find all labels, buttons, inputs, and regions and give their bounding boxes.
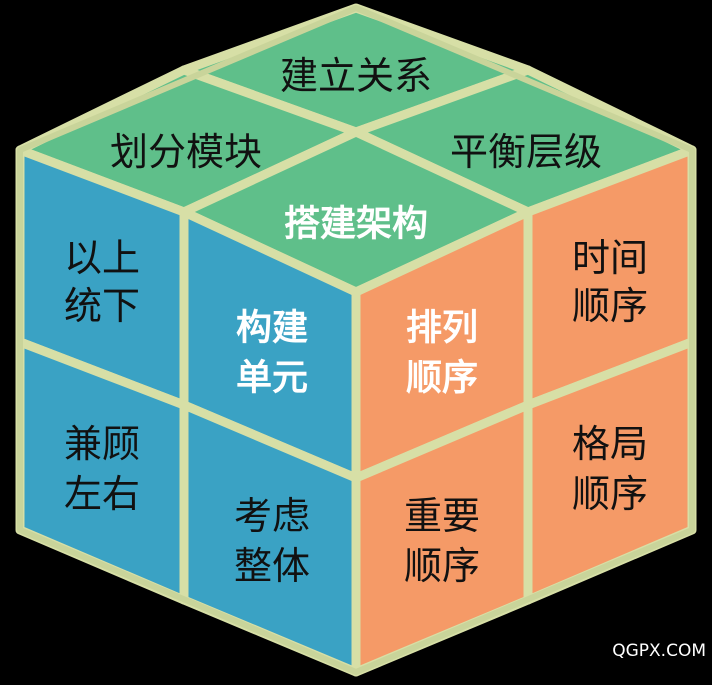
right-top-inner-line1: 排列 xyxy=(406,308,478,349)
watermark-text: QGPX.COM xyxy=(612,641,706,661)
right-bottom-inner-line2: 顺序 xyxy=(404,544,480,588)
left-bottom-inner-line1: 考虑 xyxy=(234,494,310,538)
left-top-outer-line2: 统下 xyxy=(64,284,140,328)
top-label-back: 建立关系 xyxy=(280,54,432,98)
left-top-outer-line1: 以上 xyxy=(64,236,140,280)
right-top-outer-line2: 顺序 xyxy=(572,284,648,328)
right-top-inner-line2: 顺序 xyxy=(406,358,478,399)
right-face xyxy=(351,145,697,677)
left-top-inner-line2: 单元 xyxy=(236,358,308,399)
cube-outline xyxy=(17,5,695,675)
right-bottom-outer-line1: 格局 xyxy=(572,422,648,466)
left-bottom-inner-line2: 整体 xyxy=(234,544,310,588)
left-bottom-outer-line1: 兼顾 xyxy=(64,422,140,466)
right-top-outer-line1: 时间 xyxy=(572,236,648,280)
top-label-right: 平衡层级 xyxy=(450,130,602,174)
top-label-front: 搭建架构 xyxy=(284,204,428,245)
left-bottom-outer-line2: 左右 xyxy=(64,472,140,516)
right-bottom-outer-line2: 顺序 xyxy=(572,472,648,516)
right-bottom-inner-line1: 重要 xyxy=(404,494,480,538)
left-top-inner-line1: 构建 xyxy=(236,308,308,349)
top-label-left: 划分模块 xyxy=(110,130,262,174)
left-face xyxy=(15,145,361,677)
